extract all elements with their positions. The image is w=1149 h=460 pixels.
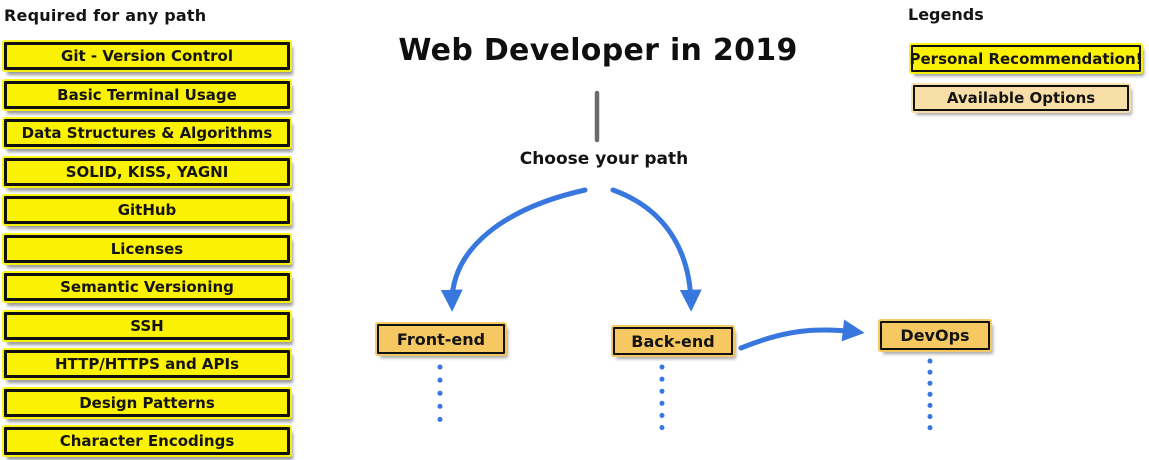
required-item-licenses: Licenses [4,234,290,263]
legends-title: Legends [908,5,984,24]
path-node-frontend: Front-end [377,324,505,354]
required-item-encodings: Character Encodings [4,427,290,455]
required-item-git: Git - Version Control [4,42,290,70]
required-item-solid: SOLID, KISS, YAGNI [4,157,290,186]
arrow-to-backend-icon [610,187,702,312]
required-list: Git - Version Control Basic Terminal Usa… [4,42,290,460]
required-section-title: Required for any path [4,6,207,25]
required-item-terminal: Basic Terminal Usage [4,80,290,109]
arrow-backend-to-devops-icon [738,319,865,351]
choose-path-label: Choose your path [519,149,689,169]
legend-personal-recommendation: Personal Recommendation! [910,45,1143,72]
required-item-http: HTTP/HTTPS and APIs [4,350,290,378]
path-node-backend: Back-end [613,327,733,355]
arrow-to-frontend-icon [440,187,588,312]
required-item-data-structures: Data Structures & Algorithms [4,119,290,147]
path-node-devops: DevOps [880,321,990,350]
legend-available-options: Available Options [913,85,1129,111]
required-item-design-patterns: Design Patterns [4,388,290,417]
page-title: Web Developer in 2019 [398,33,798,68]
required-item-ssh: SSH [4,311,290,340]
required-item-semver: Semantic Versioning [4,273,290,301]
required-item-github: GitHub [4,196,290,224]
